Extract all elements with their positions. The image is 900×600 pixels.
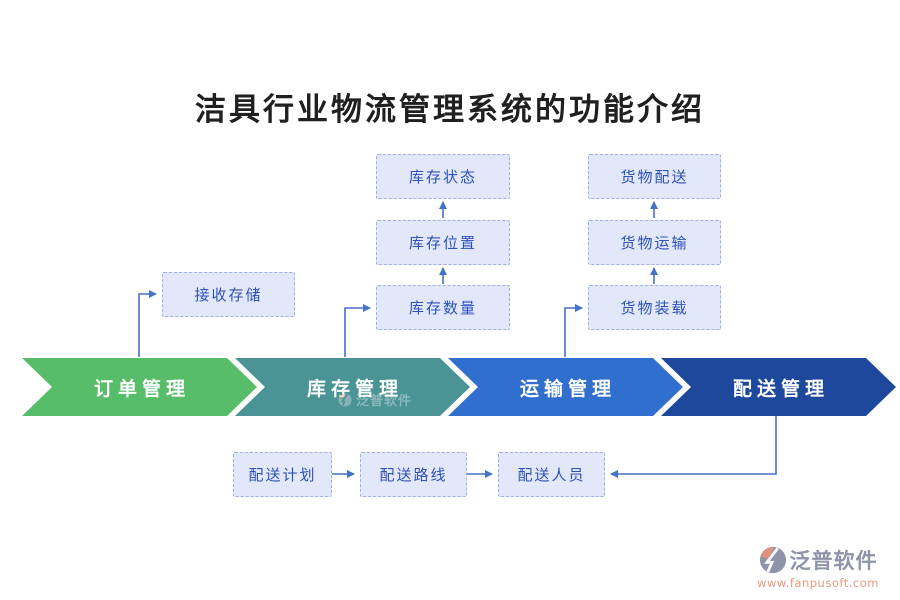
- node-inventory-status: 库存状态: [376, 154, 510, 199]
- connector-order-to-receive: [138, 290, 157, 357]
- fanpu-logo: 泛普软件 www.fanpusoft.com: [748, 545, 888, 590]
- stage-delivery-management: 配送管理: [661, 358, 896, 416]
- connector-inventory-to-quantity: [344, 304, 371, 357]
- stage-order-management: 订单管理: [22, 358, 257, 416]
- node-cargo-transport: 货物运输: [588, 220, 721, 265]
- fanpu-logo-icon: [759, 546, 786, 574]
- connector-transport-to-loading: [564, 304, 583, 357]
- logo-url-text: www.fanpusoft.com: [757, 576, 879, 590]
- node-delivery-plan: 配送计划: [233, 452, 332, 497]
- node-inventory-position: 库存位置: [376, 220, 510, 265]
- node-inventory-quantity: 库存数量: [376, 285, 510, 330]
- logo-brand-text: 泛普软件: [789, 549, 878, 573]
- node-cargo-loading: 货物装载: [588, 285, 721, 330]
- page-title: 洁具行业物流管理系统的功能介绍: [195, 92, 705, 128]
- stage-transport-management: 运输管理: [448, 358, 683, 416]
- node-cargo-delivery: 货物配送: [588, 154, 721, 199]
- node-delivery-personnel: 配送人员: [498, 452, 605, 497]
- stage-inventory-management: 库存管理: [235, 358, 470, 416]
- node-receive-storage: 接收存储: [162, 272, 295, 317]
- node-delivery-route: 配送路线: [360, 452, 467, 497]
- connector-delivery-to-personnel: [610, 416, 777, 478]
